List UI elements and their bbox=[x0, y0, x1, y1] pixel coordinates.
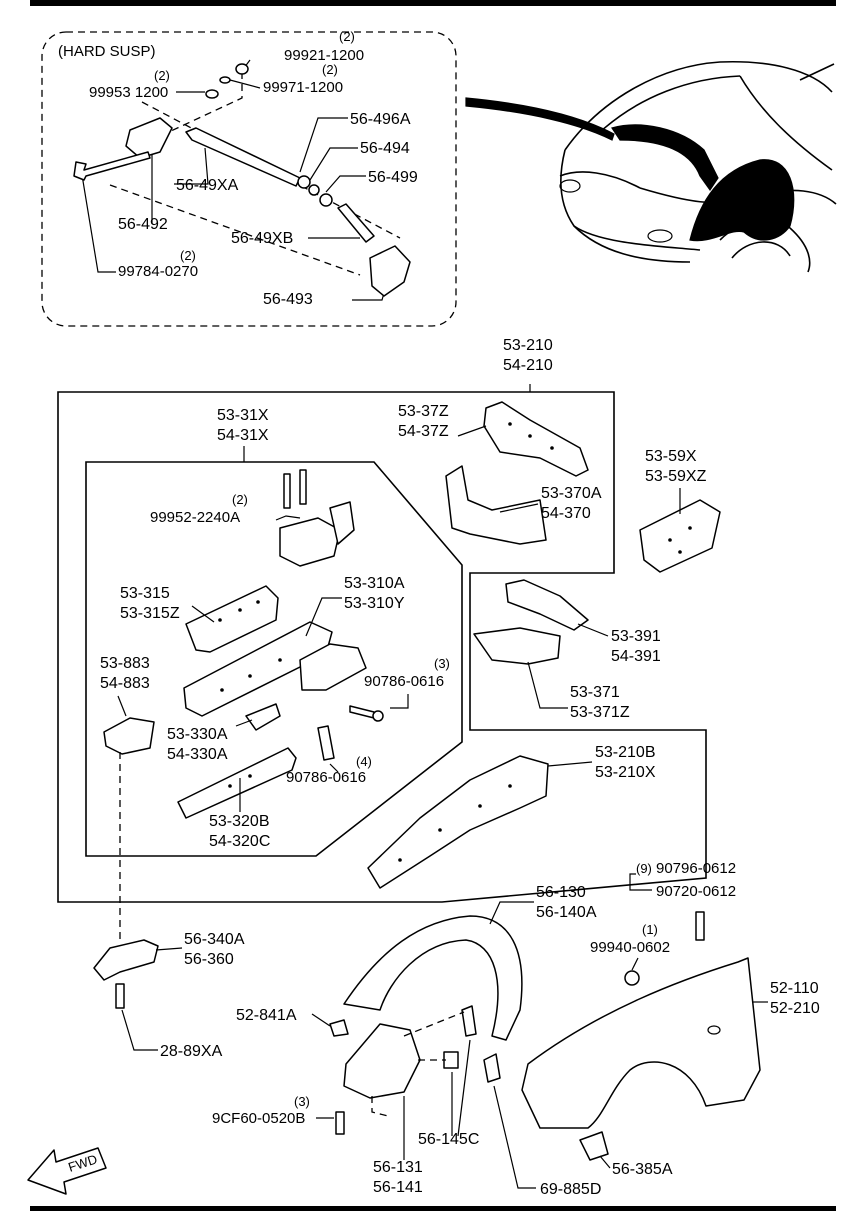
label-53-210: 53-210 bbox=[503, 337, 553, 354]
label-28-89XA: 28-89XA bbox=[160, 1043, 223, 1060]
label-90786-0616-a: 90786-0616 bbox=[364, 673, 444, 690]
label-56-140A: 56-140A bbox=[536, 904, 597, 921]
label-56-145C: 56-145C bbox=[418, 1131, 479, 1148]
label-52-110: 52-110 bbox=[770, 980, 819, 997]
label-54-37Z: 54-37Z bbox=[398, 423, 449, 440]
top-border bbox=[30, 0, 836, 6]
label-56-130: 56-130 bbox=[536, 884, 586, 901]
label-90786-0616-b: 90786-0616 bbox=[286, 769, 366, 786]
label-53-310Y: 53-310Y bbox=[344, 595, 405, 612]
fender-and-liner-parts bbox=[93, 873, 768, 1189]
label-56-49XA: 56-49XA bbox=[176, 177, 239, 194]
main-assembly-outlines bbox=[57, 384, 707, 903]
label-56-141: 56-141 bbox=[373, 1179, 423, 1196]
bottom-border bbox=[30, 1206, 836, 1211]
qty-99971: (2) bbox=[322, 62, 338, 77]
label-90796-0612: 90796-0612 bbox=[656, 860, 736, 877]
label-56-340A: 56-340A bbox=[184, 931, 245, 948]
qty-99952: (2) bbox=[232, 492, 248, 507]
label-52-210: 52-210 bbox=[770, 1000, 820, 1017]
label-53-210B: 53-210B bbox=[595, 744, 656, 761]
apron-and-frame-parts bbox=[103, 401, 721, 940]
label-56-493: 56-493 bbox=[263, 291, 313, 308]
label-53-391: 53-391 bbox=[611, 628, 661, 645]
label-99921-1200: 99921-1200 bbox=[284, 47, 364, 64]
label-53-59XZ: 53-59XZ bbox=[645, 468, 707, 485]
qty-99940: (1) bbox=[642, 922, 658, 937]
qty-99784: (2) bbox=[180, 248, 196, 263]
label-53-320B: 53-320B bbox=[209, 813, 270, 830]
label-53-210X: 53-210X bbox=[595, 764, 656, 781]
label-56-385A: 56-385A bbox=[612, 1161, 673, 1178]
inset-title: (HARD SUSP) bbox=[58, 43, 156, 60]
label-56-131: 56-131 bbox=[373, 1159, 423, 1176]
label-99952-2240A: 99952-2240A bbox=[150, 509, 240, 526]
label-90720-0612: 90720-0612 bbox=[656, 883, 736, 900]
label-54-320C: 54-320C bbox=[209, 833, 270, 850]
qty-90796: (9) bbox=[636, 861, 652, 876]
label-54-31X: 54-31X bbox=[217, 427, 269, 444]
label-53-315Z: 53-315Z bbox=[120, 605, 180, 622]
label-53-310A: 53-310A bbox=[344, 575, 405, 592]
label-53-59X: 53-59X bbox=[645, 448, 697, 465]
label-56-499: 56-499 bbox=[368, 169, 418, 186]
vehicle-location-view bbox=[465, 60, 837, 273]
label-54-370: 54-370 bbox=[541, 505, 591, 522]
label-53-315: 53-315 bbox=[120, 585, 170, 602]
label-53-371: 53-371 bbox=[570, 684, 620, 701]
label-99784-0270: 99784-0270 bbox=[118, 263, 198, 280]
qty-99921: (2) bbox=[339, 29, 355, 44]
label-69-885D: 69-885D bbox=[540, 1181, 601, 1198]
label-99940-0602: 99940-0602 bbox=[590, 939, 670, 956]
label-52-841A: 52-841A bbox=[236, 1007, 297, 1024]
hard-susp-inset: (HARD SUSP) (2) 99921-1200 (2) 99953 120… bbox=[41, 29, 457, 327]
label-54-883: 54-883 bbox=[100, 675, 150, 692]
label-56-360: 56-360 bbox=[184, 951, 234, 968]
label-99971-1200: 99971-1200 bbox=[263, 79, 343, 96]
label-53-371Z: 53-371Z bbox=[570, 704, 630, 721]
label-53-883: 53-883 bbox=[100, 655, 150, 672]
label-56-494: 56-494 bbox=[360, 140, 410, 157]
qty-90786-a: (3) bbox=[434, 656, 450, 671]
label-54-330A: 54-330A bbox=[167, 746, 228, 763]
qty-90786-b: (4) bbox=[356, 754, 372, 769]
label-53-370A: 53-370A bbox=[541, 485, 602, 502]
label-56-496A: 56-496A bbox=[350, 111, 411, 128]
qty-99953: (2) bbox=[154, 68, 170, 83]
label-99953-1200: 99953 1200 bbox=[89, 84, 168, 101]
label-54-391: 54-391 bbox=[611, 648, 661, 665]
qty-9CF60: (3) bbox=[294, 1094, 310, 1109]
label-56-492: 56-492 bbox=[118, 216, 168, 233]
label-53-37Z: 53-37Z bbox=[398, 403, 449, 420]
label-9CF60-0520B: 9CF60-0520B bbox=[212, 1110, 305, 1127]
label-53-31X: 53-31X bbox=[217, 407, 269, 424]
forward-direction-arrow: FWD bbox=[27, 1147, 107, 1195]
label-53-330A: 53-330A bbox=[167, 726, 228, 743]
label-54-210: 54-210 bbox=[503, 357, 553, 374]
